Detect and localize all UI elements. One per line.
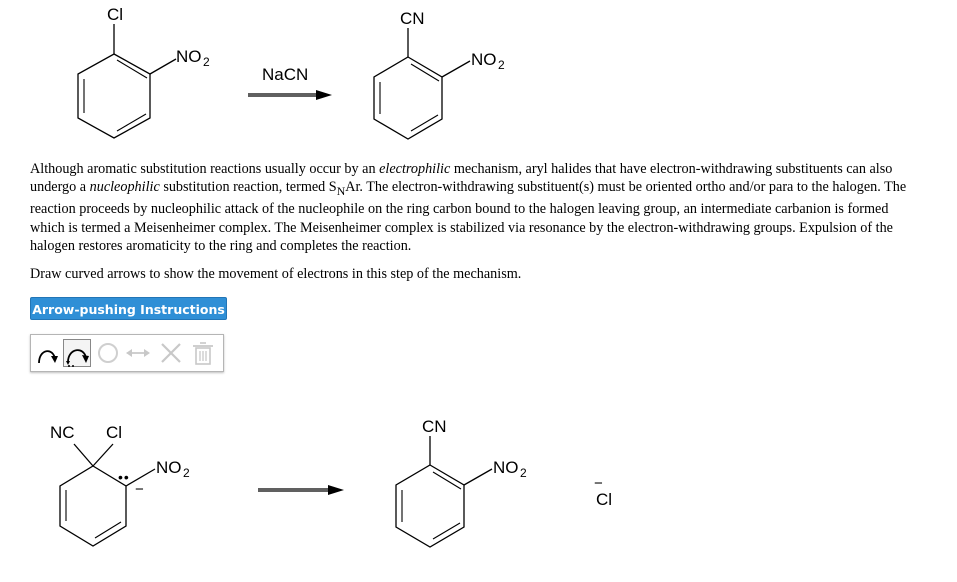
step-arrow xyxy=(258,485,344,495)
reactant-no2-subscript: 2 xyxy=(203,55,210,69)
step-product-cn-label: CN xyxy=(422,417,447,436)
chloride-label: Cl xyxy=(596,490,612,509)
rotate-arrow-icon[interactable] xyxy=(94,339,122,367)
arrow-pushing-instructions-button[interactable]: Arrow-pushing Instructions xyxy=(30,297,227,320)
term-nucleophilic: nucleophilic xyxy=(89,179,160,196)
delete-icon[interactable] xyxy=(157,339,185,367)
meisenheimer-complex: NC Cl NO 2 •• − xyxy=(50,423,190,547)
product-cn-label: CN xyxy=(400,9,425,28)
explanation-paragraph: Although aromatic substitution reactions… xyxy=(30,161,907,255)
chloride-charge: − xyxy=(594,475,603,492)
product-no2-subscript: 2 xyxy=(498,58,505,72)
term-electrophilic: electrophilic xyxy=(379,161,451,177)
reactant-molecule: Cl NO 2 xyxy=(77,5,210,139)
single-headed-curved-arrow-icon[interactable] xyxy=(34,339,62,367)
question-prompt: Draw curved arrows to show the movement … xyxy=(30,266,522,282)
product-no2-label: NO xyxy=(471,50,497,69)
carbanion-lone-pair: •• xyxy=(118,469,130,485)
reactant-cl-label: Cl xyxy=(107,5,123,24)
step-product-no2-label: NO xyxy=(493,458,519,477)
step-product-molecule: CN NO 2 xyxy=(395,417,527,548)
intermediate-no2-label: NO xyxy=(156,458,182,477)
reagent-arrow: NaCN xyxy=(248,65,332,100)
carbanion-charge: − xyxy=(135,481,144,498)
reactant-no2-label: NO xyxy=(176,47,202,66)
product-molecule: CN NO 2 xyxy=(373,9,505,140)
snar-subscript: N xyxy=(336,184,346,199)
reagent-label: NaCN xyxy=(262,65,308,84)
step-product-no2-subscript: 2 xyxy=(520,466,527,480)
intermediate-nc-label: NC xyxy=(50,423,75,442)
resize-arrow-icon[interactable] xyxy=(124,339,152,367)
double-headed-curved-arrow-icon[interactable] xyxy=(63,339,91,367)
chloride-ion: − Cl xyxy=(594,475,612,509)
trash-icon[interactable] xyxy=(189,339,217,367)
intermediate-cl-label: Cl xyxy=(106,423,122,442)
arrow-toolbar xyxy=(30,334,224,372)
intermediate-no2-subscript: 2 xyxy=(183,466,190,480)
